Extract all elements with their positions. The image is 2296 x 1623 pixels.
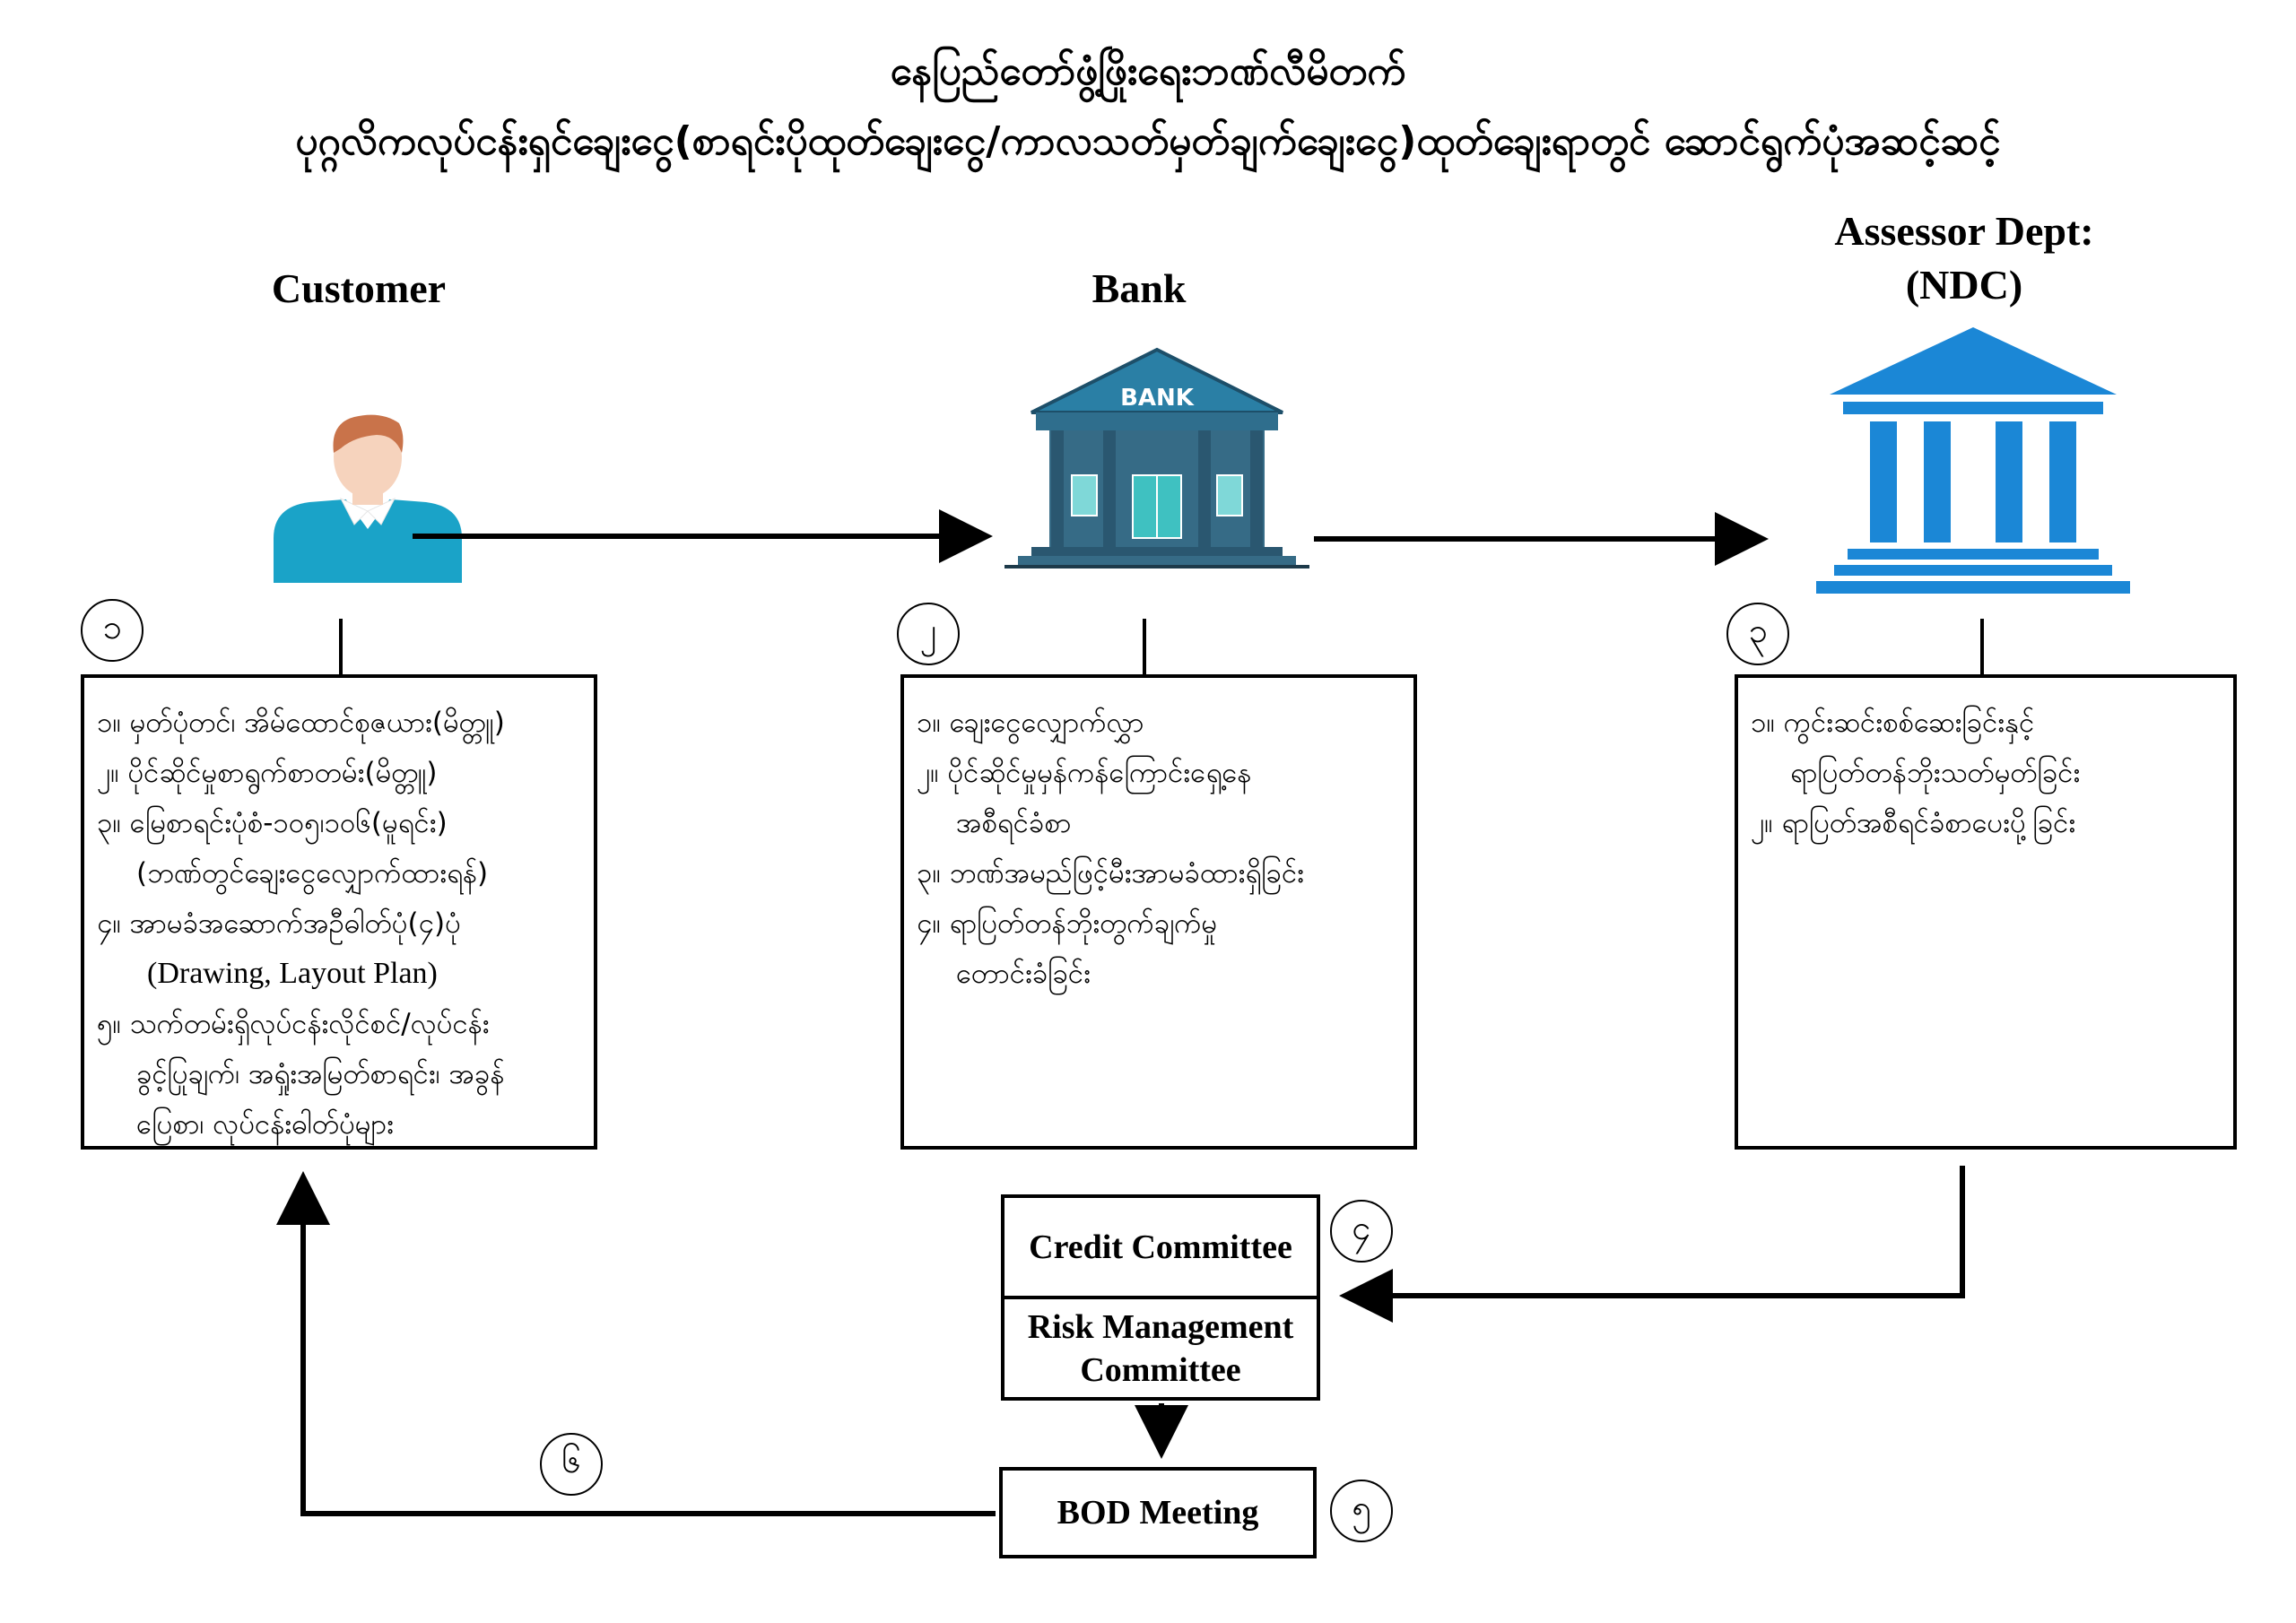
bank-item-2: ၂။ ပိုင်ဆိုင်မှုမှန်ကန်ကြောင်းရှေ့နေ [917, 757, 1252, 789]
customer-heading: Customer [271, 265, 447, 311]
assessor-heading-line1: Assessor Dept: [1834, 208, 2094, 254]
customer-item-4-cont: (Drawing, Layout Plan) [147, 957, 438, 990]
credit-committee-label: Credit Committee [1001, 1194, 1320, 1299]
risk-management-committee-label: Risk Management Committee [1001, 1296, 1320, 1401]
step-circle-4: ၄ [1330, 1200, 1393, 1263]
diagram-title-line1: နေပြည်တော်ဖွံ့ဖြိုးရေးဘဏ်လီမိတက် [890, 48, 1406, 94]
bank-item-3: ၃။ ဘဏ်အမည်ဖြင့်မီးအာမခံထားရှိခြင်း [917, 857, 1305, 890]
assessor-requirements-box: ၁။ ကွင်းဆင်းစစ်ဆေးခြင်းနှင့် ရာပြတ်တန်ဘိ… [1735, 674, 2237, 1150]
bank-heading: Bank [1091, 265, 1187, 311]
step-circle-1: ၁ [81, 599, 144, 662]
customer-item-4: ၄။ အာမခံအဆောက်အဦဓါတ်ပုံ(၄)ပုံ [97, 907, 461, 940]
step-circle-2: ၂ [897, 603, 960, 665]
bank-item-2-cont: အစီရင်ခံစာ [956, 807, 1072, 839]
bank-item-4-cont: တောင်းခံခြင်း [956, 958, 1091, 990]
assessor-building-icon [1816, 327, 2130, 594]
step-circle-5: ၅ [1330, 1480, 1393, 1542]
customer-item-5-cont2: ပြေစာ၊ လုပ်ငန်းဓါတ်ပုံများ [136, 1108, 395, 1141]
connector-bank [1143, 619, 1146, 674]
customer-item-1: ၁။ မှတ်ပုံတင်၊ အိမ်ထောင်စုဇယား(မိတ္တူ) [97, 707, 505, 739]
customer-item-3-cont: (ဘဏ်တွင်ချေးငွေလျှောက်ထားရန်) [136, 857, 489, 890]
customer-item-2: ၂။ ပိုင်ဆိုင်မှုစာရွက်စာတမ်း(မိတ္တူ) [97, 757, 438, 789]
assessor-item-1: ၁။ ကွင်းဆင်းစစ်ဆေးခြင်းနှင့် [1751, 707, 2035, 739]
assessor-heading-line2: (NDC) [1905, 262, 2023, 308]
assessor-item-1-cont: ရာပြတ်တန်ဘိုးသတ်မှတ်ခြင်း [1790, 757, 2081, 789]
assessor-item-2: ၂။ ရာပြတ်အစီရင်ခံစာပေးပို့ခြင်း [1751, 807, 2076, 839]
bank-item-1: ၁။ ချေးငွေလျှောက်လွှာ [917, 707, 1144, 739]
connector-customer [339, 619, 343, 674]
connector-assessor [1980, 619, 1984, 674]
diagram-title-line2: ပုဂ္ဂလိကလုပ်ငန်းရှင်ချေးငွေ(စာရင်းပိုထုတ… [295, 118, 2001, 164]
step-circle-3: ၃ [1726, 603, 1789, 665]
customer-person-icon [274, 414, 462, 583]
arrow-bod-to-customer [276, 1171, 996, 1516]
customer-requirements-box: ၁။ မှတ်ပုံတင်၊ အိမ်ထောင်စုဇယား(မိတ္တူ) ၂… [81, 674, 597, 1150]
step-circle-6: ၆ [540, 1433, 603, 1496]
customer-item-5: ၅။ သက်တမ်းရှိလုပ်ငန်းလိုင်စင်/လုပ်ငန်း [97, 1008, 490, 1040]
arrow-assessor-to-committee [1339, 1166, 1965, 1323]
bank-building-icon: BANK [1004, 347, 1309, 568]
bod-meeting-box: BOD Meeting [999, 1467, 1317, 1558]
bank-item-4: ၄။ ရာပြတ်တန်ဘိုးတွက်ချက်မှု [917, 907, 1218, 940]
bank-requirements-box: ၁။ ချေးငွေလျှောက်လွှာ ၂။ ပိုင်ဆိုင်မှုမှ… [900, 674, 1417, 1150]
bank-sign-text: BANK [1120, 385, 1195, 412]
committee-box: Credit Committee Risk Management Committ… [1001, 1194, 1320, 1401]
customer-item-5-cont1: ခွင့်ပြုချက်၊ အရှုံးအမြတ်စာရင်း၊ အခွန် [136, 1058, 505, 1090]
customer-item-3: ၃။ မြေစာရင်းပုံစံ-၁၀၅၊၁၀၆(မူရင်း) [97, 807, 448, 839]
assessor-heading: Assessor Dept: (NDC) [1731, 204, 2197, 312]
